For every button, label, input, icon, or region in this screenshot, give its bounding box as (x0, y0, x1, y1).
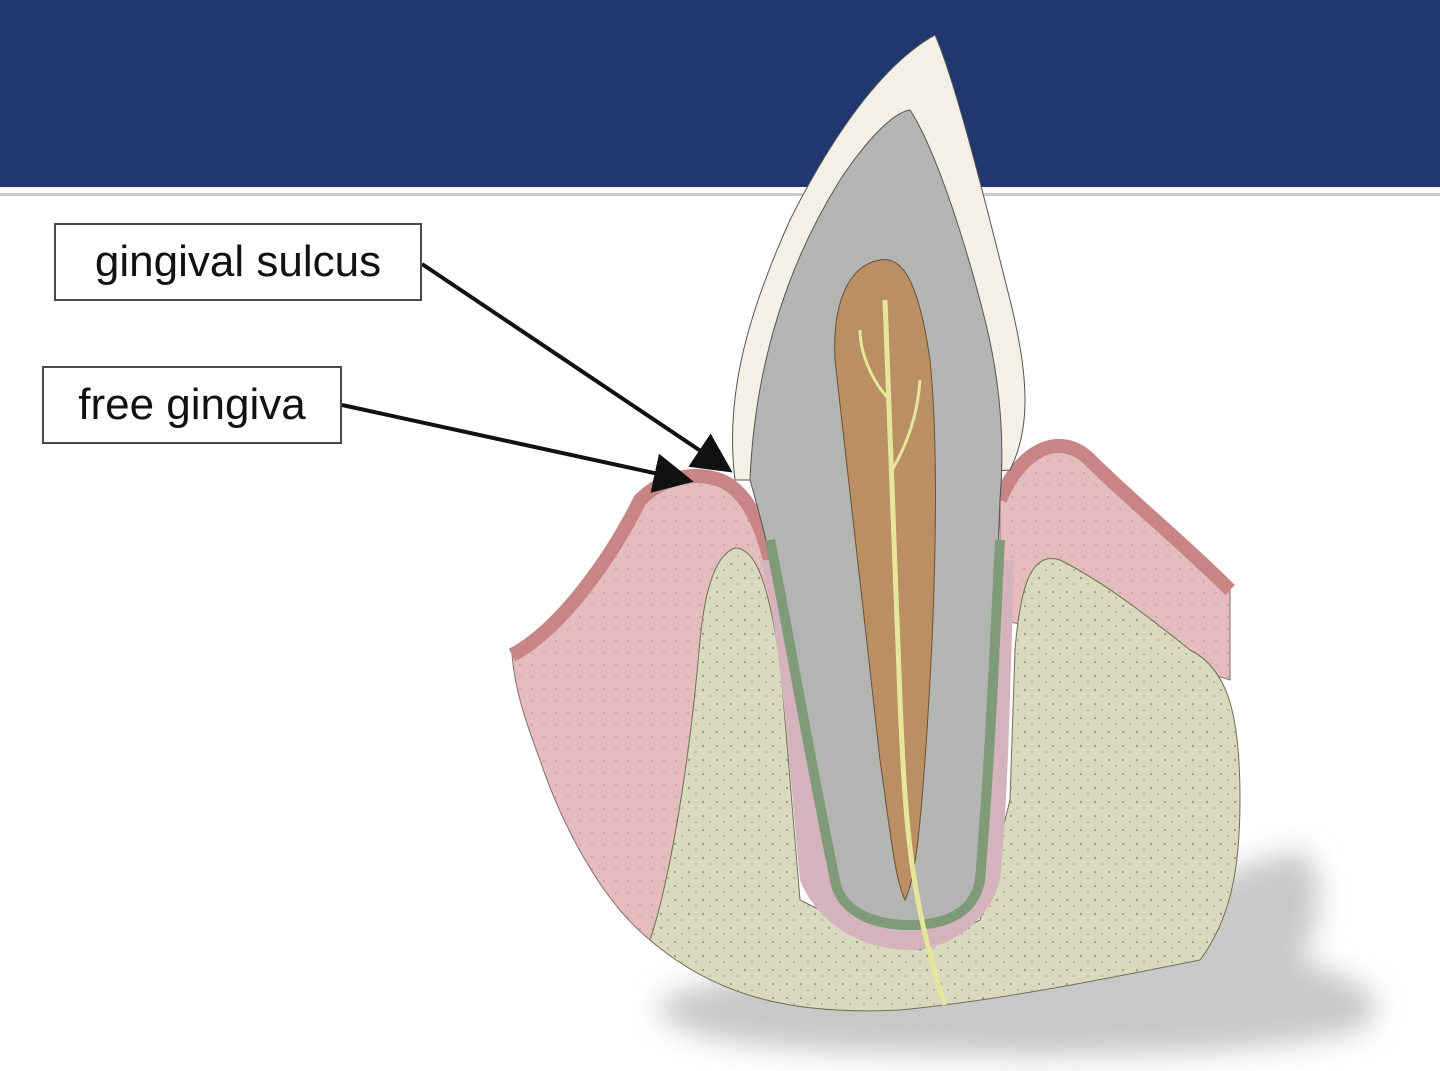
leader-line-free-gingiva (341, 403, 694, 493)
cementum-layer (765, 539, 1005, 931)
label-free-gingiva: free gingiva (42, 366, 342, 444)
alveolar-bone-texture (650, 548, 1240, 1011)
nerve-branch-left (858, 329, 892, 402)
banner-divider (0, 193, 1440, 196)
gingiva-right-epithelium (993, 438, 1235, 595)
label-gingival-sulcus: gingival sulcus (54, 223, 422, 301)
nerve-branch-right (890, 379, 922, 471)
pulp (834, 259, 936, 902)
title-banner (0, 0, 1440, 187)
nerve (882, 299, 948, 1006)
leader-line-gingival-sulcus (420, 262, 733, 473)
